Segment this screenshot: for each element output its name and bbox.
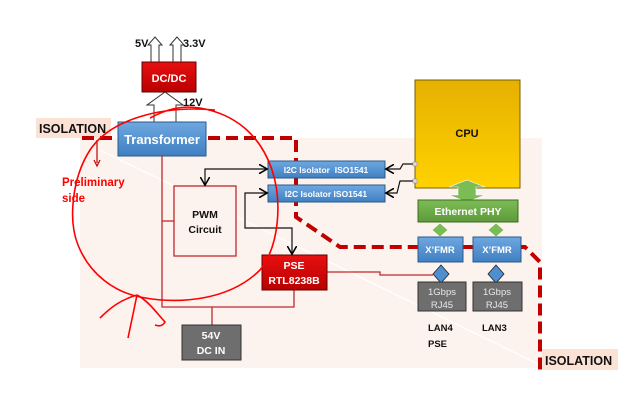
power-wires — [161, 156, 433, 325]
rj45-2-line1: 1Gbps — [483, 287, 511, 298]
isolation-label-top: ISOLATION — [39, 122, 106, 136]
arrow-3v3-icon — [168, 36, 186, 62]
cpu-block — [414, 79, 521, 189]
label-12v: 12V — [183, 97, 203, 109]
i2c-isolator-1-label: I2C Isolator ISO1541 — [284, 165, 369, 175]
pwm-label-line1: PWM — [192, 209, 218, 221]
pwm-circuit-block — [173, 185, 237, 257]
dc-in-block — [181, 324, 242, 361]
isolation-label-bottom: ISOLATION — [545, 354, 612, 368]
isolation-label-bottom-bg — [542, 349, 618, 370]
transformer-label: Transformer — [124, 132, 200, 147]
label-3v3: 3.3V — [183, 38, 206, 50]
isolation-boundary — [82, 136, 542, 370]
lan3-label: LAN3 — [482, 323, 507, 334]
ethernet-phy-block — [417, 199, 519, 223]
dcin-label-line1: 54V — [202, 330, 221, 342]
control-signals — [205, 163, 414, 253]
arrow-5v-icon — [146, 36, 164, 62]
pse-block — [261, 254, 328, 291]
rj45-port-lan3 — [472, 281, 523, 312]
xfmr-2-label: X’FMR — [482, 245, 512, 256]
xfmr-1-label: X’FMR — [425, 245, 455, 256]
dcdc-block — [141, 61, 197, 93]
annotation-line1: Preliminary — [62, 177, 125, 189]
dcin-label-line2: DC IN — [197, 345, 226, 357]
i2c-isolator-2-label: I2C Isolator ISO1541 — [285, 189, 367, 199]
xfmr-block-2 — [472, 236, 522, 263]
isolation-label-top-bg — [36, 118, 111, 138]
rj45-port-lan4 — [417, 281, 467, 312]
xfmr-block-1 — [417, 236, 464, 263]
hand-drawn-circle — [71, 106, 279, 302]
hand-drawn-marks — [99, 294, 167, 339]
cpu-label: CPU — [455, 128, 478, 140]
pwm-label-line2: Circuit — [188, 224, 222, 236]
label-5v: 5V — [135, 38, 149, 50]
rj45-1-line1: 1Gbps — [428, 287, 456, 298]
rj45-2-line2: RJ45 — [486, 300, 508, 311]
ethernet-phy-label: Ethernet PHY — [434, 206, 501, 218]
rj45-1-line2: RJ45 — [431, 300, 453, 311]
pse-label-line2: RTL8238B — [268, 275, 320, 287]
dcdc-label: DC/DC — [152, 73, 187, 85]
lan4-label: LAN4 — [428, 323, 454, 334]
pse-label-line1: PSE — [283, 260, 304, 272]
lan4-pse-label: PSE — [428, 339, 447, 350]
